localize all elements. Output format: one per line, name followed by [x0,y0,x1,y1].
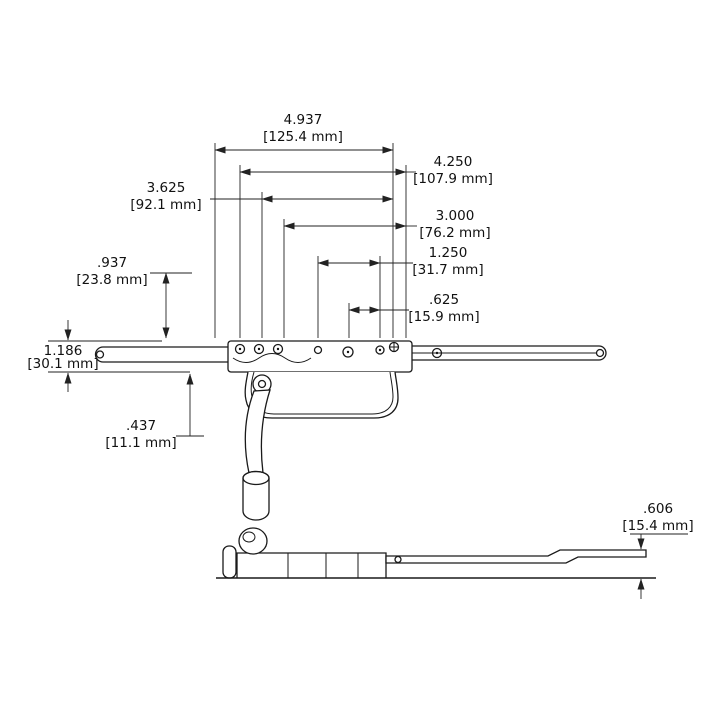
dim-1186: 1.186 [30.1 mm] [27,320,190,392]
dim-1186-inch-label: 1.186 [44,343,83,359]
mount-hole-1 [234,343,246,355]
dim-0937-inch-label: .937 [97,255,127,271]
dim-3625-inch-label: 3.625 [147,180,186,196]
mount-hole-3-center [276,347,280,351]
gear-housing-outline [244,371,399,419]
operator-side-view [216,527,656,579]
dim-0606-mm-label: [15.4 mm] [622,518,693,534]
gear-housing-inner-contour [250,371,394,415]
mount-hole-4 [313,345,323,355]
left-link-arm [94,346,233,363]
crank-hub-shaft [257,379,267,389]
dim-3000-mm-label: [76.2 mm] [419,225,490,241]
side-arm-rivet [394,555,402,564]
mount-hole-5-center [378,348,382,352]
side-knob-highlight [242,531,256,543]
dim-0437-mm-label: [11.1 mm] [105,435,176,451]
mount-hole-2 [253,343,265,355]
dim-3000-inch-label: 3.000 [436,208,475,224]
operator-top-view [94,340,607,521]
dim-4937-inch-label: 4.937 [284,112,323,128]
dim-0437: .437 [11.1 mm] [105,373,204,451]
right-arm-pivot-hole [431,347,443,359]
mount-hole-1-center [238,347,242,351]
dim-4250-inch-label: 4.250 [434,154,473,170]
side-link-arm [385,549,647,564]
dim-0937: .937 [23.8 mm] [76,255,192,339]
dim-3625-mm-label: [92.1 mm] [130,197,201,213]
link-pivot-center [346,350,350,354]
dim-0606-inch-label: .606 [643,501,673,517]
plate-cam-slots [232,353,312,363]
dim-0437-inch-label: .437 [126,418,156,434]
dim-0625: .625 [15.9 mm] [348,292,480,338]
dim-1250-mm-label: [31.7 mm] [412,262,483,278]
right-arm-pivot-center [435,351,439,355]
dim-4250-mm-label: [107.9 mm] [413,171,493,187]
left-arm-end-hole [95,350,105,359]
side-mount-ear [222,545,237,579]
dim-3000: 3.000 [76.2 mm] [283,208,491,338]
mount-hole-5 [375,345,385,355]
dim-1250: 1.250 [31.7 mm] [317,245,484,338]
mount-hole-3 [272,343,284,355]
dim-4250: 4.250 [107.9 mm] [239,154,493,338]
crank-knob-body [242,470,270,521]
crank-knob-top-face [242,470,270,486]
dim-0625-inch-label: .625 [429,292,459,308]
dim-3625: 3.625 [92.1 mm] [130,180,394,338]
dim-0625-mm-label: [15.9 mm] [408,309,479,325]
dim-0606: .606 [15.4 mm] [622,501,694,599]
dim-1250-inch-label: 1.250 [429,245,468,261]
mount-hole-2-center [257,347,261,351]
dim-4937-mm-label: [125.4 mm] [263,129,343,145]
side-housing [236,552,387,578]
dim-4937: 4.937 [125.4 mm] [214,112,394,338]
dim-1186-mm-label: [30.1 mm] [27,356,98,372]
dim-0937-mm-label: [23.8 mm] [76,272,147,288]
link-pivot-hole [342,346,354,358]
right-arm-end-hole [595,348,605,358]
